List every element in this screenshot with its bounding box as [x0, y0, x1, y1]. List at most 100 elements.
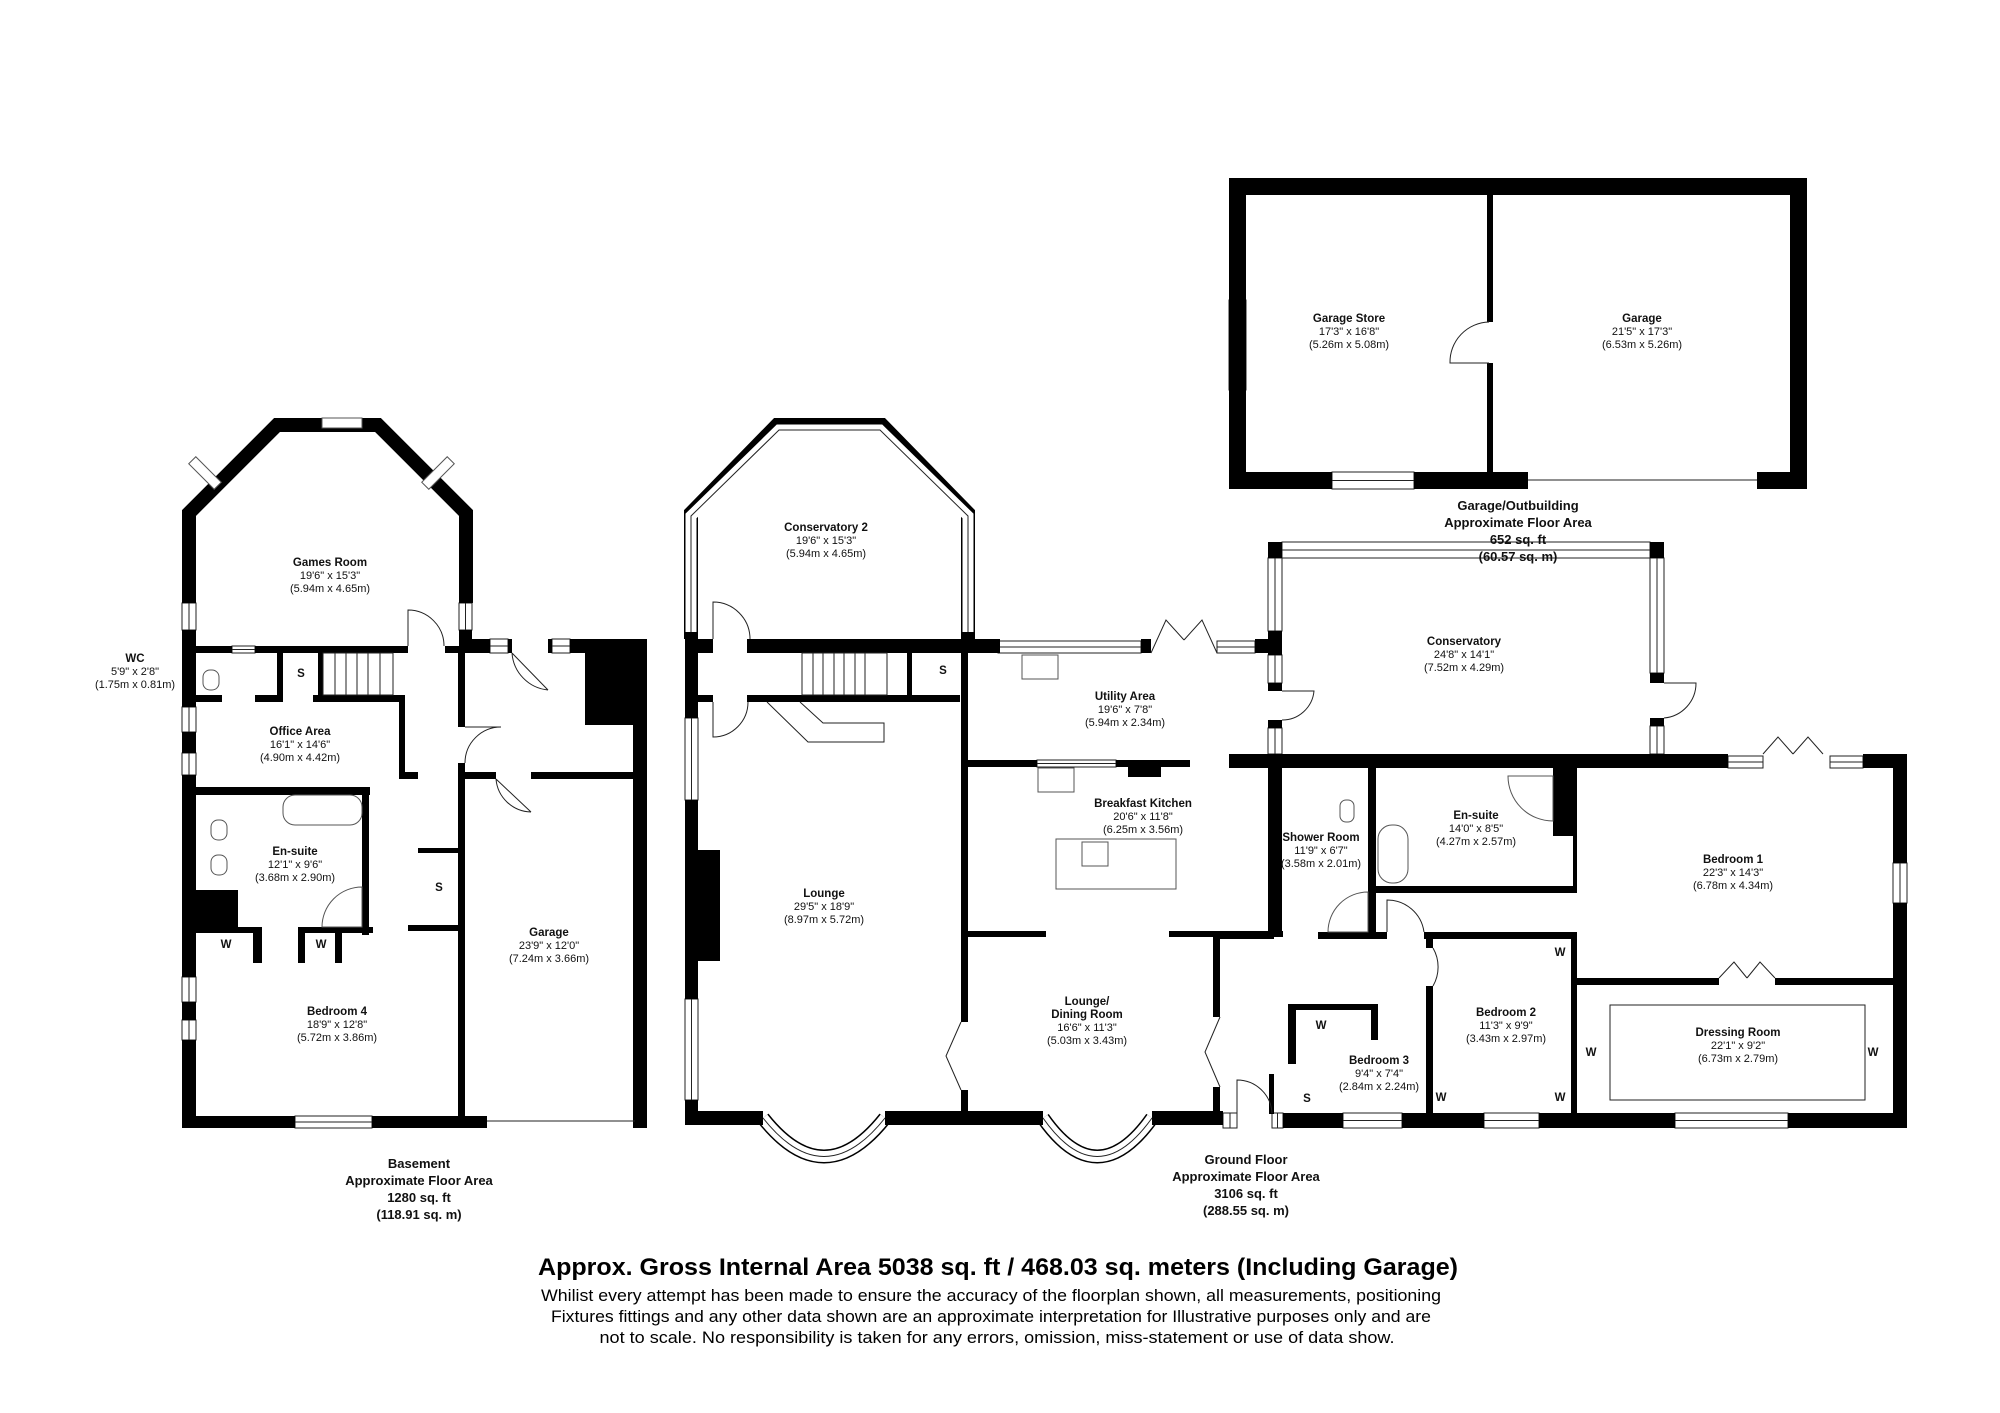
door[interactable] — [712, 601, 751, 640]
room-size-metric: (3.58m x 2.01m) — [1281, 858, 1361, 870]
wall — [1790, 178, 1807, 489]
kitchen-island — [1055, 838, 1177, 890]
wall — [182, 1002, 196, 1020]
wardrobe-label: W — [316, 939, 327, 951]
floor-area-sqm: (288.55 sq. m) — [1203, 1203, 1289, 1218]
door[interactable] — [464, 726, 502, 764]
room-size-metric: (5.26m x 5.08m) — [1309, 339, 1389, 351]
french-doors[interactable] — [945, 1021, 962, 1091]
wall — [685, 639, 713, 653]
floor-area-sqft: 652 sq. ft — [1490, 532, 1547, 547]
room-size-metric: (8.97m x 5.72m) — [784, 914, 864, 926]
floor-area-sqm: (60.57 sq. m) — [1479, 549, 1558, 564]
door[interactable] — [407, 609, 445, 647]
wall — [277, 653, 283, 702]
floor-area-sqft: 3106 sq. ft — [1214, 1186, 1278, 1201]
outbuilding-area-label: Garage/Outbuilding Approximate Floor Are… — [1444, 498, 1592, 564]
wall — [1283, 1113, 1343, 1128]
wall — [182, 513, 196, 603]
room-size-imperial: 21'5" x 17'3" — [1612, 326, 1672, 338]
wall — [1229, 754, 1728, 768]
wall — [1539, 1113, 1675, 1128]
wall — [196, 927, 260, 933]
wall — [459, 513, 472, 603]
wall — [1368, 768, 1376, 932]
wall — [182, 775, 196, 977]
room-size-imperial: 24'8" x 14'1" — [1434, 649, 1494, 661]
wall — [1487, 363, 1493, 480]
wardrobe-label: W — [1436, 1092, 1447, 1104]
wall — [182, 1040, 196, 1128]
room-size-metric: (6.73m x 2.79m) — [1698, 1053, 1778, 1065]
room-size-imperial: 12'1" x 9'6" — [268, 859, 322, 871]
wall — [196, 695, 222, 702]
disclaimer-line: Fixtures fittings and any other data sho… — [551, 1307, 1431, 1326]
wall — [1268, 720, 1282, 728]
wall — [508, 639, 512, 653]
room-size-metric: (6.78m x 4.34m) — [1693, 880, 1773, 892]
wall — [907, 653, 912, 695]
door[interactable] — [511, 652, 549, 691]
shower-icon — [1327, 891, 1369, 933]
hob-icon — [1081, 841, 1109, 867]
room-name: En-suite — [272, 846, 317, 858]
room-size-imperial: 18'9" x 12'8" — [307, 1019, 367, 1031]
wardrobe-label: W — [1586, 1047, 1597, 1059]
front-door[interactable] — [1236, 1079, 1273, 1114]
room-size-metric: (3.68m x 2.90m) — [255, 872, 335, 884]
wall — [372, 1116, 465, 1128]
wall — [1268, 631, 1282, 655]
room-name: Dressing Room — [1696, 1027, 1781, 1039]
wall — [885, 1111, 1043, 1125]
wall — [1376, 886, 1577, 893]
wall — [298, 927, 305, 963]
room-size-metric: (1.75m x 0.81m) — [95, 679, 175, 691]
door[interactable] — [1432, 947, 1439, 987]
french-doors[interactable] — [1204, 1016, 1221, 1088]
bath-icon — [1377, 824, 1409, 884]
wall — [570, 639, 647, 653]
storage-label: S — [1303, 1093, 1311, 1105]
room-size-metric: (7.24m x 3.66m) — [509, 953, 589, 965]
room-name: Utility Area — [1095, 691, 1156, 703]
wall — [1650, 673, 1664, 683]
toilet-icon — [1339, 799, 1355, 823]
door[interactable] — [1449, 321, 1490, 364]
room-size-imperial: 16'1" x 14'6" — [270, 739, 330, 751]
door[interactable] — [495, 778, 532, 813]
wall — [196, 890, 238, 930]
french-doors[interactable] — [1762, 736, 1824, 755]
wall — [685, 800, 698, 999]
wall — [445, 646, 472, 653]
room-size-imperial: 9'4" x 7'4" — [1355, 1068, 1403, 1080]
room-size-metric: (6.25m x 3.56m) — [1103, 824, 1183, 836]
door[interactable] — [1281, 690, 1315, 721]
wall — [685, 1111, 763, 1125]
wall — [196, 646, 232, 653]
wall — [408, 925, 458, 931]
room-name: En-suite — [1453, 810, 1498, 822]
storage-label: S — [435, 882, 443, 894]
room-size-imperial: 11'3" x 9'9" — [1479, 1020, 1532, 1032]
wall — [635, 1116, 647, 1128]
wall — [968, 760, 1037, 767]
door[interactable] — [1663, 682, 1697, 719]
wall — [1152, 1111, 1223, 1125]
wall — [465, 772, 496, 779]
french-doors[interactable] — [1718, 961, 1776, 979]
wall — [399, 772, 418, 779]
wall — [1229, 178, 1246, 489]
wall — [1288, 1004, 1378, 1010]
bath-icon — [282, 794, 363, 826]
wall — [1788, 1113, 1907, 1128]
wall — [961, 1090, 968, 1111]
door[interactable] — [1386, 899, 1425, 933]
room-name: Shower Room — [1282, 832, 1359, 844]
toilet-icon — [210, 854, 228, 876]
room-size-imperial: 19'6" x 15'3" — [300, 570, 360, 582]
french-doors[interactable] — [1150, 619, 1218, 654]
room-name: Bedroom 3 — [1349, 1055, 1409, 1067]
outbuilding-rooms: Garage Store 17'3" x 16'8" (5.26m x 5.08… — [1309, 313, 1682, 351]
door[interactable] — [712, 701, 749, 738]
room-name: WC — [125, 653, 144, 665]
